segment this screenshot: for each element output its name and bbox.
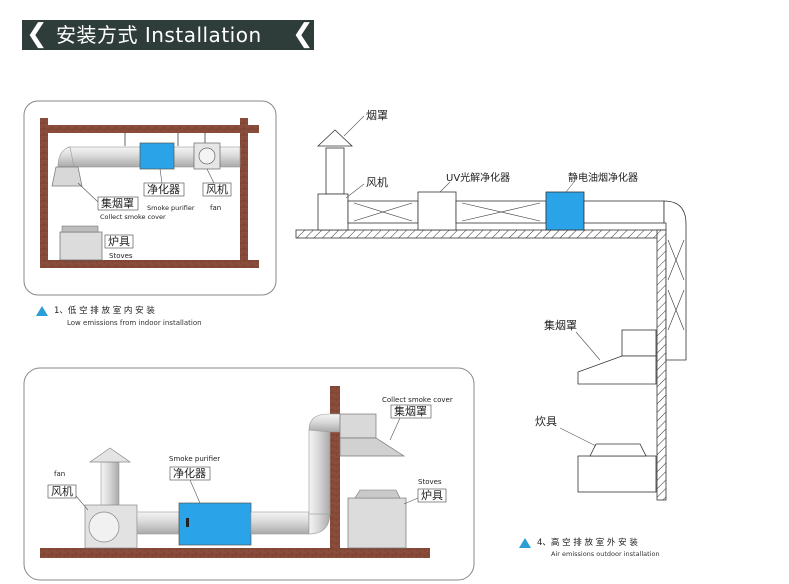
panel1-label-collect-en: Collect smoke cover (100, 213, 166, 221)
panel3-roof (295, 229, 667, 239)
chevron-left-icon-right: ❮ (292, 19, 314, 49)
panel3-label-uv: UV光解净化器 (446, 171, 510, 184)
panel1-label-box (143, 182, 185, 197)
panel1-floor (40, 260, 259, 268)
panel2-stove (347, 497, 407, 549)
leader-line (343, 115, 365, 137)
panel3-label-collect: 集烟罩 (544, 318, 577, 332)
panel2-label-box (417, 488, 447, 503)
fan-icon (198, 147, 216, 165)
panel3-stove-top (589, 443, 647, 457)
panel2-wall (330, 386, 340, 548)
panel3-hood-box (621, 329, 657, 357)
panel2-label-fan-cn: 风机 (51, 484, 73, 498)
panel2-label-box (390, 404, 432, 419)
panel1-label-collect-cn: 集烟罩 (101, 196, 134, 210)
panel1-label-box (202, 182, 232, 197)
leader-line (403, 497, 419, 505)
panel1-label-stove-cn: 炉具 (108, 235, 130, 248)
panel2-label-collect-en: Collect smoke cover (382, 396, 453, 404)
panel2-label-purifier-cn: 净化器 (173, 466, 206, 480)
leader-line (439, 181, 451, 193)
panel-indoor-side-view: fan 风机 Smoke purifier 净化器 Collect smoke … (23, 367, 475, 581)
leader-line (159, 168, 163, 184)
chevron-left-icon: ❮ (26, 19, 48, 49)
panel2-label-fan-en: fan (54, 470, 65, 478)
panel3-stove (577, 455, 657, 493)
panel2-stove-pot (354, 489, 401, 499)
panel3-wall (656, 229, 667, 501)
panel1-label-purifier-en: Smoke purifier (147, 204, 195, 212)
panel1-label-fan-en: fan (210, 204, 221, 212)
panel1-stove (59, 231, 103, 261)
panel1-label-box (97, 196, 139, 211)
panel1-left-wall (40, 118, 48, 268)
leader-line (206, 168, 215, 184)
triangle-icon (519, 538, 531, 548)
panel2-label-purifier-en: Smoke purifier (169, 455, 220, 463)
panel2-smoke-purifier (178, 502, 252, 546)
leader-line (189, 479, 201, 504)
panel3-duct-3 (583, 200, 665, 224)
panel1-right-wall (240, 118, 248, 268)
panel2-label-collect-cn: 集烟罩 (394, 404, 427, 418)
leader-line (559, 427, 597, 447)
leader-line (75, 495, 89, 511)
panel3-caption-en: Air emissions outdoor installation (551, 550, 660, 558)
leader-line (575, 331, 601, 361)
panel-indoor-low-emission: 集烟罩 Collect smoke cover 净化器 Smoke purifi… (23, 100, 277, 296)
panel1-collect-hood (51, 166, 83, 187)
panel3-duct-riser (663, 200, 687, 361)
panel3-label-fan: 风机 (366, 175, 388, 189)
panel3-label-hood: 烟罩 (366, 108, 388, 122)
panel1-label-box (104, 234, 134, 249)
leader-line (345, 183, 365, 199)
panel3-caption-cn: 4、高 空 排 放 室 外 安 装 (537, 537, 638, 548)
section-header: ❮ 安装方式 Installation ❮ (22, 20, 314, 50)
panel3-stack (325, 147, 345, 195)
section-title: 安装方式 Installation (56, 23, 262, 47)
panel3-label-esp: 静电油烟净化器 (568, 171, 638, 184)
panel3-uv-purifier (417, 191, 457, 231)
panel3-rain-hood (316, 129, 354, 147)
panel2-fan-stack (100, 461, 120, 507)
panel1-label-purifier-cn: 净化器 (147, 182, 180, 196)
panel3-collect-hood (577, 355, 657, 385)
panel3-fan (317, 193, 349, 231)
panel1-caption-en: Low emissions from indoor installation (67, 319, 202, 327)
leader-line (565, 181, 575, 193)
panel3-duct-cross (667, 239, 685, 331)
panel2-label-stove-cn: 炉具 (421, 489, 443, 502)
panel2-label-stove-en: Stoves (418, 478, 442, 486)
panel2-duct-left (136, 511, 180, 535)
panel2-purifier-handle (186, 518, 189, 527)
panel3-duct-cross (461, 202, 541, 222)
panel2-collect-hood (339, 437, 406, 457)
panel-outdoor-high-emission: 烟罩 风机 UV光解净化器 静电油烟净化器 集烟罩 炊具 (295, 108, 687, 501)
panel1-duct-elbow (57, 146, 75, 168)
panel1-stove-top (61, 225, 99, 233)
panel2-duct-riser (308, 429, 331, 515)
panel3-label-stove: 炊具 (535, 415, 557, 428)
panel1-label-fan-cn: 风机 (206, 182, 228, 196)
panel2-duct-right (250, 511, 310, 535)
fan-icon (88, 511, 120, 543)
panel2-floor (40, 548, 430, 558)
panel2-label-box (47, 484, 77, 499)
leader-line (389, 417, 401, 441)
panel2-hood-body (339, 413, 377, 439)
panel3-esp-purifier (545, 191, 585, 231)
panel1-caption-cn: 1、低 空 排 放 室 内 安 装 (54, 305, 155, 316)
panel2-rain-cap (88, 447, 132, 463)
triangle-icon (36, 306, 48, 316)
panel1-label-stove-en: Stoves (109, 252, 133, 260)
panel1-smoke-purifier (139, 142, 175, 170)
leader-line (77, 182, 99, 203)
panel1-ceiling (40, 125, 259, 133)
panel3-duct-cross (353, 202, 413, 222)
